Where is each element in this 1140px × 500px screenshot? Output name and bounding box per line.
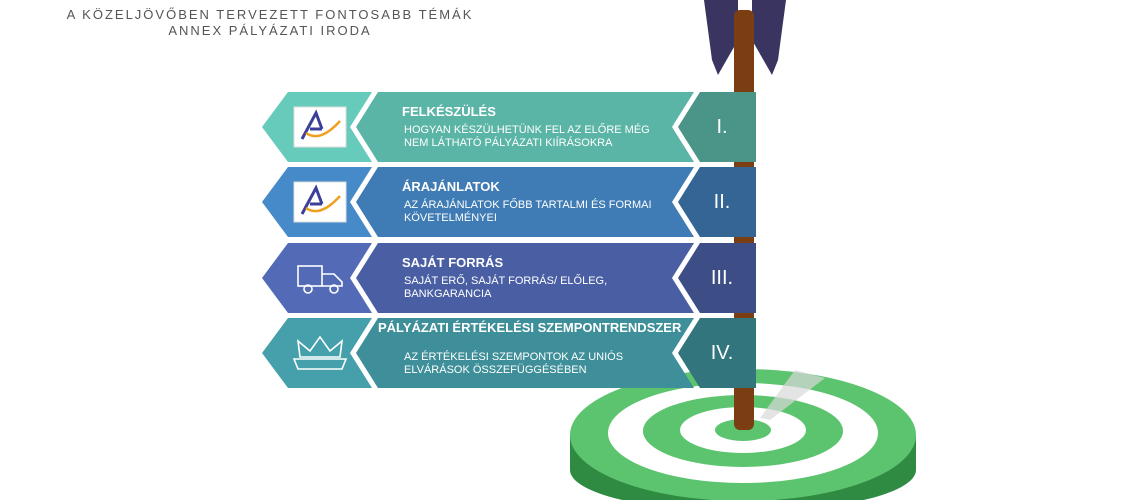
banner-left-tab [262,243,372,313]
banner-number-panel [678,318,756,388]
banner-title: FELKÉSZÜLÉS [402,104,496,119]
banner-row [262,92,756,162]
banner-number: I. [716,116,728,138]
banner-description: AZ ÁRAJÁNLATOK FŐBB TARTALMI ÉS FORMAI K… [404,199,652,224]
banner-list [262,92,756,388]
banner-number: II. [713,191,731,213]
arrow-feather-left [704,0,738,75]
annex-logo-icon [293,181,347,223]
banner-number: III. [710,267,734,289]
banner-title: PÁLYÁZATI ÉRTÉKELÉSI SZEMPONTRENDSZER [378,320,682,335]
header-title: A KÖZELJÖVŐBEN TERVEZETT FONTOSABB TÉMÁK [66,7,474,22]
banner-row [262,167,756,237]
banner-number-panel [678,243,756,313]
banner-body [356,92,694,162]
arrow-feather-right [752,0,786,75]
banner-row [262,318,756,388]
banner-title: ÁRAJÁNLATOK [402,179,500,194]
delivery-truck-icon [297,265,343,294]
banner-number-panel [678,167,756,237]
banner-title: SAJÁT FORRÁS [402,255,504,270]
banner-description: SAJÁT ERŐ, SAJÁT FORRÁS/ ELŐLEG, BANKGAR… [404,275,608,300]
banner-left-tab [262,318,372,388]
banner-description: AZ ÉRTÉKELÉSI SZEMPONTOK AZ UNIÓS ELVÁRÁ… [404,351,624,376]
banner-body [356,243,694,313]
banner-description: HOGYAN KÉSZÜLHETÜNK FEL AZ ELŐRE MÉG NEM… [404,124,650,149]
header-subtitle: ANNEX PÁLYÁZATI IRODA [168,23,372,38]
arrow-shadow [760,370,825,420]
banner-row [262,243,756,313]
banner-body [356,167,694,237]
banner-number: IV. [710,342,734,364]
banner-number-panel [678,92,756,162]
banner-body [356,318,694,388]
annex-logo-icon [293,106,347,148]
crown-icon [292,335,348,370]
